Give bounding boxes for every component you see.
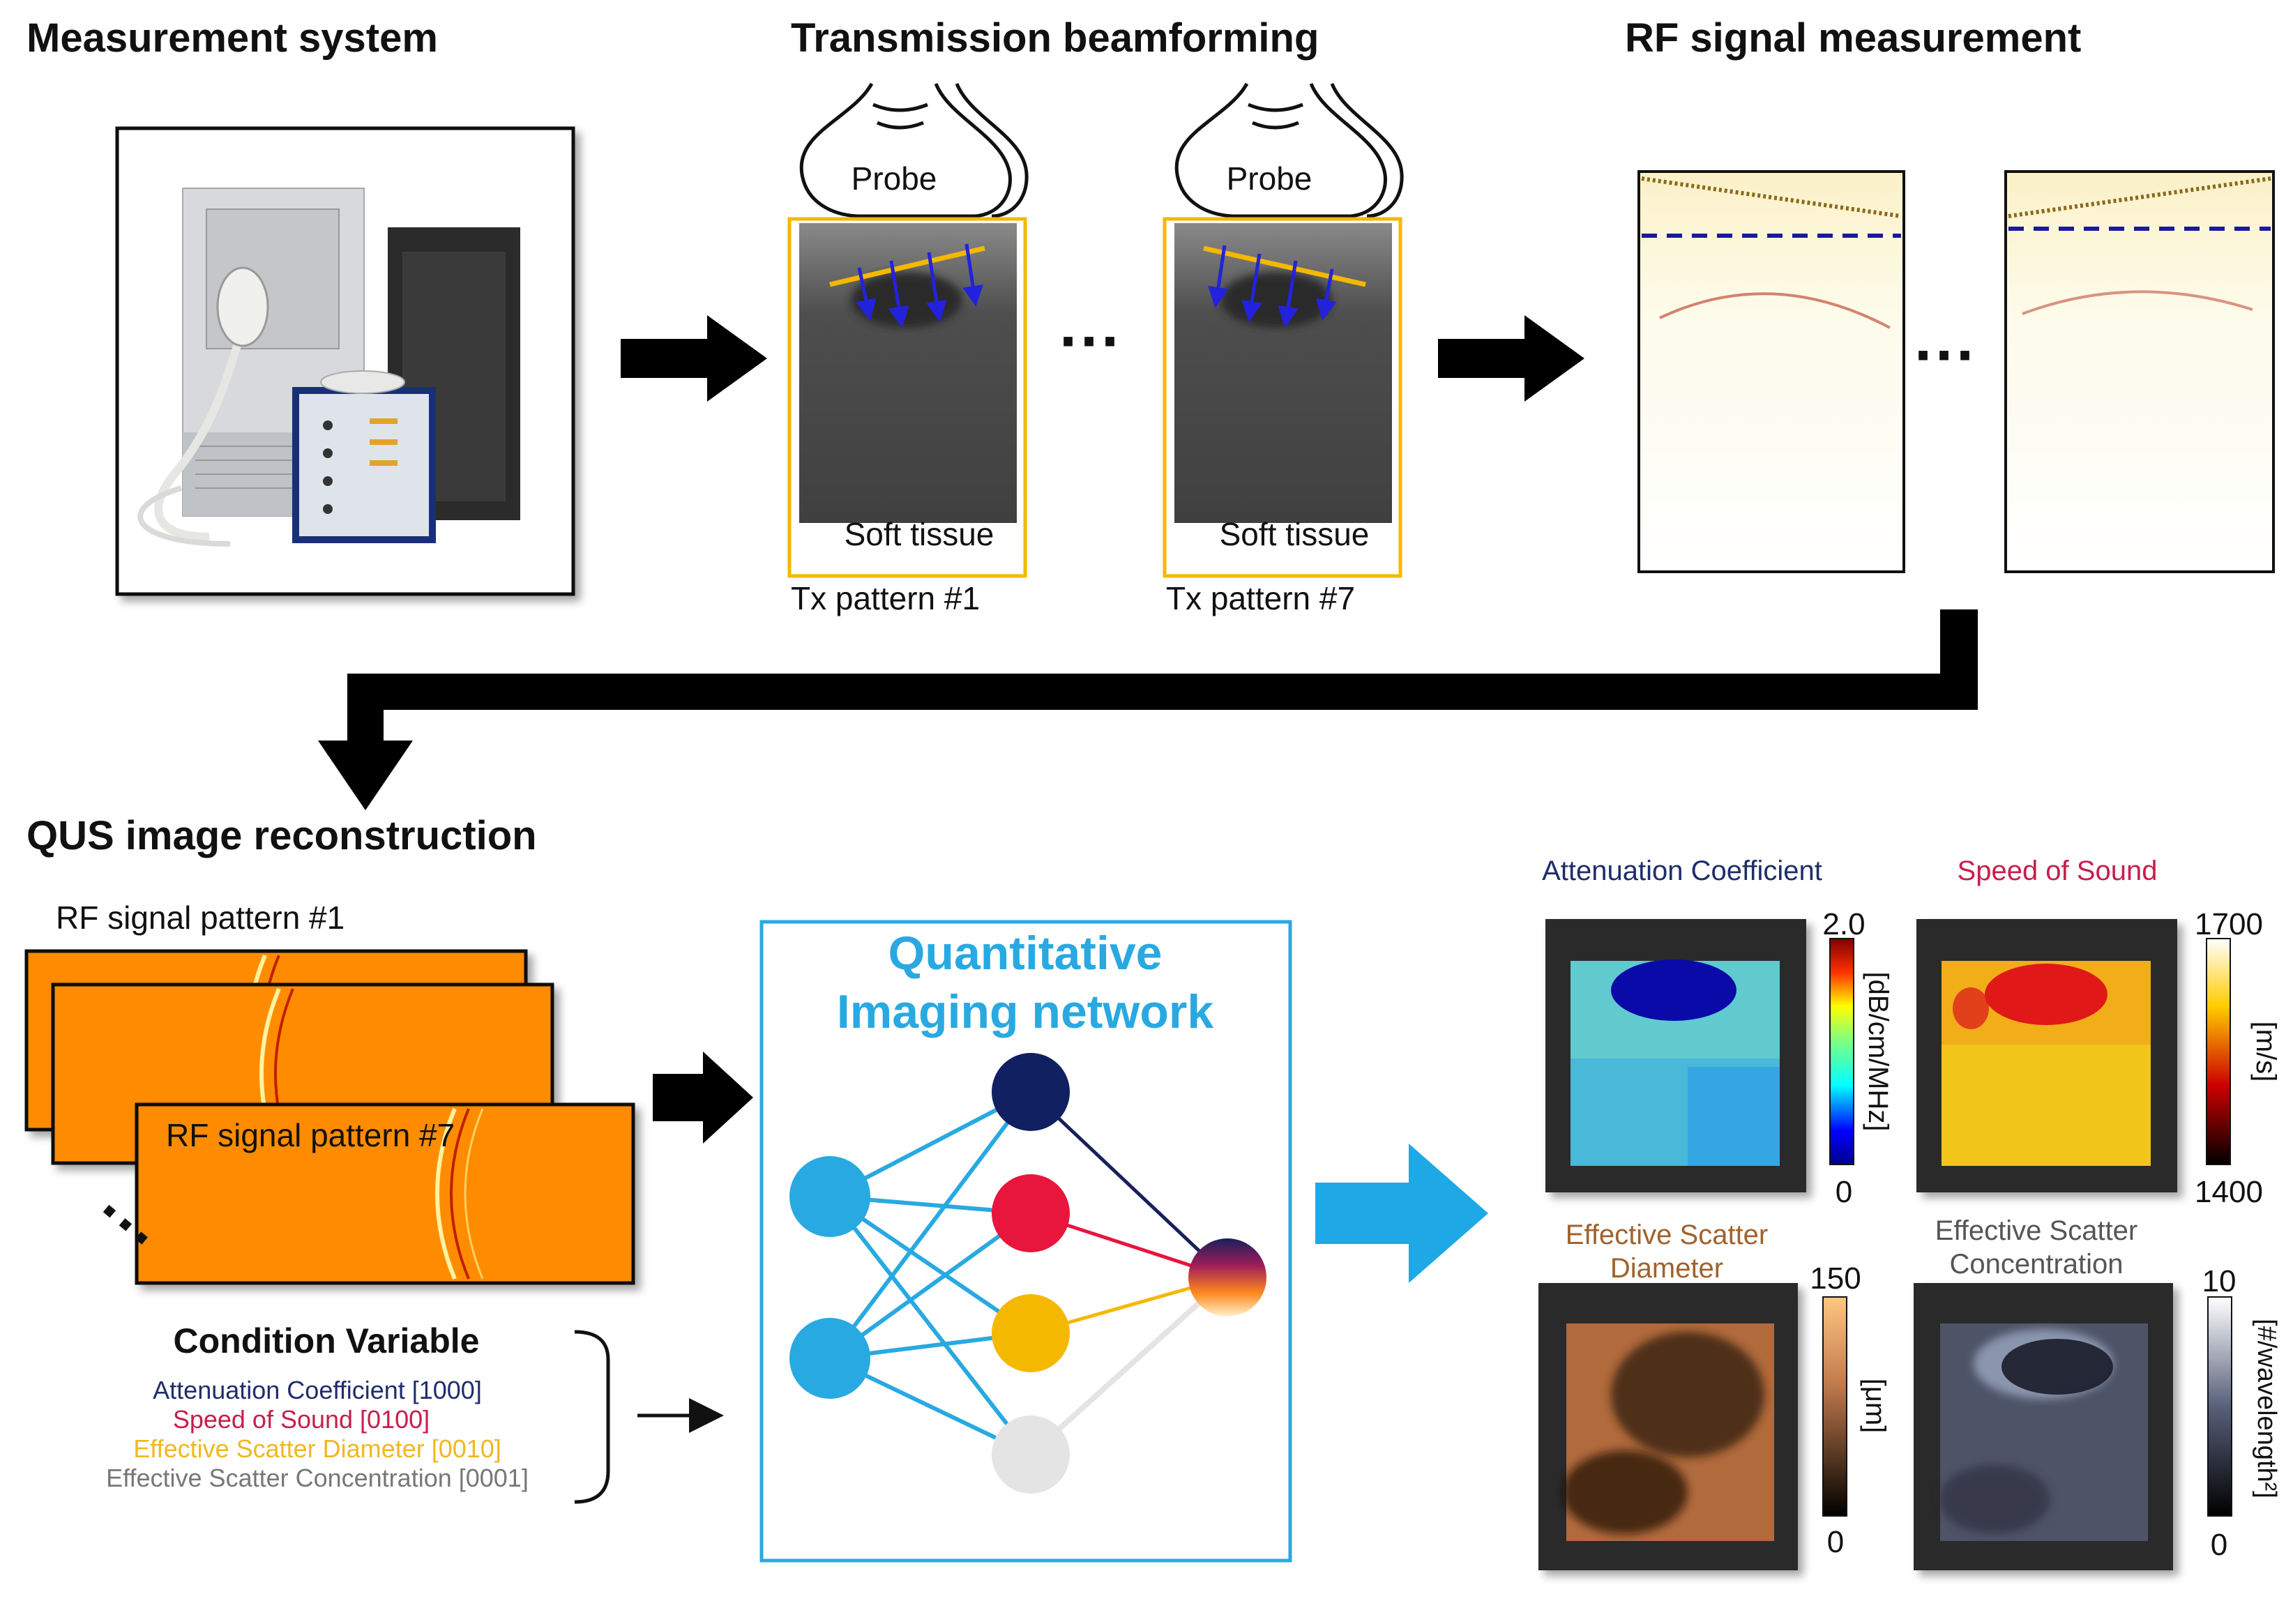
colorbar-unit-scatter-diameter: [μm] [1860, 1379, 1891, 1434]
map-title-speed-of-sound: Speed of Sound [1958, 856, 2158, 886]
colorbar-min-scatter-concentration: 0 [2211, 1528, 2227, 1562]
colorbar-scatter-diameter [1822, 1296, 1847, 1517]
colorbar-min-scatter-diameter: 0 [1827, 1525, 1844, 1559]
header-rf-signal-measurement: RF signal measurement [1625, 15, 2081, 61]
hidden-node-attenuation [992, 1053, 1070, 1131]
map-scatter-concentration: Effective Scatter Concentration 10 0 [#/… [1914, 1215, 2281, 1570]
map-title-scatter-diameter-line1: Effective Scatter [1566, 1220, 1769, 1250]
arrow-to-rf-measurement [1438, 315, 1584, 402]
colorbar-speed-of-sound [2206, 938, 2231, 1165]
soft-tissue-label-7: Soft tissue [1220, 516, 1370, 552]
rf-pattern-label-1: RF signal pattern #1 [56, 900, 345, 936]
tx-pattern-1-panel: Probe Soft tissue Tx pattern #1 [787, 82, 1029, 616]
colorbar-max-scatter-diameter: 150 [1810, 1261, 1861, 1296]
colorbar-min-attenuation: 0 [1836, 1175, 1852, 1209]
rf-pattern-card-7: RF signal pattern #7 [135, 1102, 635, 1285]
condition-brace [574, 1330, 610, 1504]
colorbar-unit-attenuation: [dB/cm/MHz] [1863, 972, 1893, 1132]
map-scatter-diameter: Effective Scatter Diameter 150 0 [μm] [1538, 1220, 1891, 1570]
rf-pattern-stack: RF signal pattern #1 RF signal pattern #… [24, 900, 635, 1285]
elbow-arrow-to-reconstruction [318, 609, 1978, 810]
colorbar-min-speed-of-sound: 1400 [2195, 1175, 2263, 1209]
condition-scatter-concentration: Effective Scatter Concentration [0001] [106, 1464, 529, 1492]
map-title-attenuation: Attenuation Coefficient [1542, 856, 1822, 886]
output-node [1188, 1238, 1266, 1316]
condition-variable-block: Condition Variable Attenuation Coefficie… [106, 1321, 724, 1504]
hidden-node-speed [992, 1174, 1070, 1252]
header-qus-image-reconstruction: QUS image reconstruction [27, 813, 537, 858]
input-node-1 [789, 1156, 870, 1237]
network-edges [828, 1090, 1229, 1457]
network-nodes [789, 1053, 1266, 1494]
map-title-scatter-concentration-line1: Effective Scatter [1935, 1215, 2138, 1246]
rf-signal-panel-7 [2004, 170, 2275, 573]
network-title-line2: Imaging network [837, 985, 1213, 1038]
map-title-scatter-concentration-line2: Concentration [1949, 1249, 2123, 1280]
tx-pattern-7-panel: Probe Soft tissue Tx pattern #7 [1163, 82, 1404, 616]
colorbar-scatter-concentration [2207, 1296, 2232, 1517]
hidden-node-diameter [992, 1294, 1070, 1372]
probe-shape-7: Probe [1174, 82, 1404, 218]
probe-label-1: Probe [852, 160, 937, 197]
probe-label-7: Probe [1227, 160, 1312, 197]
quantitative-imaging-network: Quantitative Imaging network [759, 920, 1292, 1563]
map-title-scatter-diameter-line2: Diameter [1610, 1253, 1723, 1284]
condition-scatter-diameter: Effective Scatter Diameter [0010] [133, 1434, 501, 1463]
colorbar-unit-speed-of-sound: [m/s] [2250, 1022, 2281, 1082]
colorbar-max-speed-of-sound: 1700 [2195, 907, 2263, 941]
rf-pattern-label-7: RF signal pattern #7 [166, 1117, 455, 1153]
soft-tissue-label-1: Soft tissue [845, 516, 994, 552]
measurement-system-photo [115, 126, 575, 596]
condition-attenuation: Attenuation Coefficient [1000] [153, 1376, 482, 1404]
colorbar-unit-scatter-concentration: [#/wavelength²] [2252, 1319, 2281, 1498]
condition-variable-title: Condition Variable [174, 1321, 480, 1360]
header-measurement-system: Measurement system [27, 15, 438, 61]
map-speed-of-sound: Speed of Sound 1700 1400 [m/s] [1916, 856, 2281, 1209]
tx-pattern-label-1: Tx pattern #1 [791, 580, 980, 616]
ellipsis-beamforming: ··· [1059, 307, 1122, 377]
colorbar-max-attenuation: 2.0 [1822, 907, 1865, 941]
colorbar-attenuation [1829, 938, 1854, 1165]
ellipsis-rf: ··· [1914, 321, 1977, 390]
condition-speed-of-sound: Speed of Sound [0100] [173, 1405, 430, 1434]
map-attenuation: Attenuation Coefficient 2.0 0 [dB/cm/MHz… [1542, 856, 1893, 1209]
colorbar-max-scatter-concentration: 10 [2202, 1264, 2237, 1298]
arrow-to-beamforming [621, 315, 767, 402]
rf-signal-panel-1 [1637, 170, 1905, 573]
hidden-node-concentration [992, 1416, 1070, 1494]
network-title-line1: Quantitative [888, 927, 1163, 980]
probe-shape-1: Probe [799, 82, 1029, 218]
header-transmission-beamforming: Transmission beamforming [791, 15, 1319, 61]
arrow-to-network [653, 1052, 753, 1144]
tx-pattern-label-7: Tx pattern #7 [1166, 580, 1355, 616]
input-node-2 [789, 1318, 870, 1399]
arrow-to-qus-maps [1315, 1144, 1488, 1283]
